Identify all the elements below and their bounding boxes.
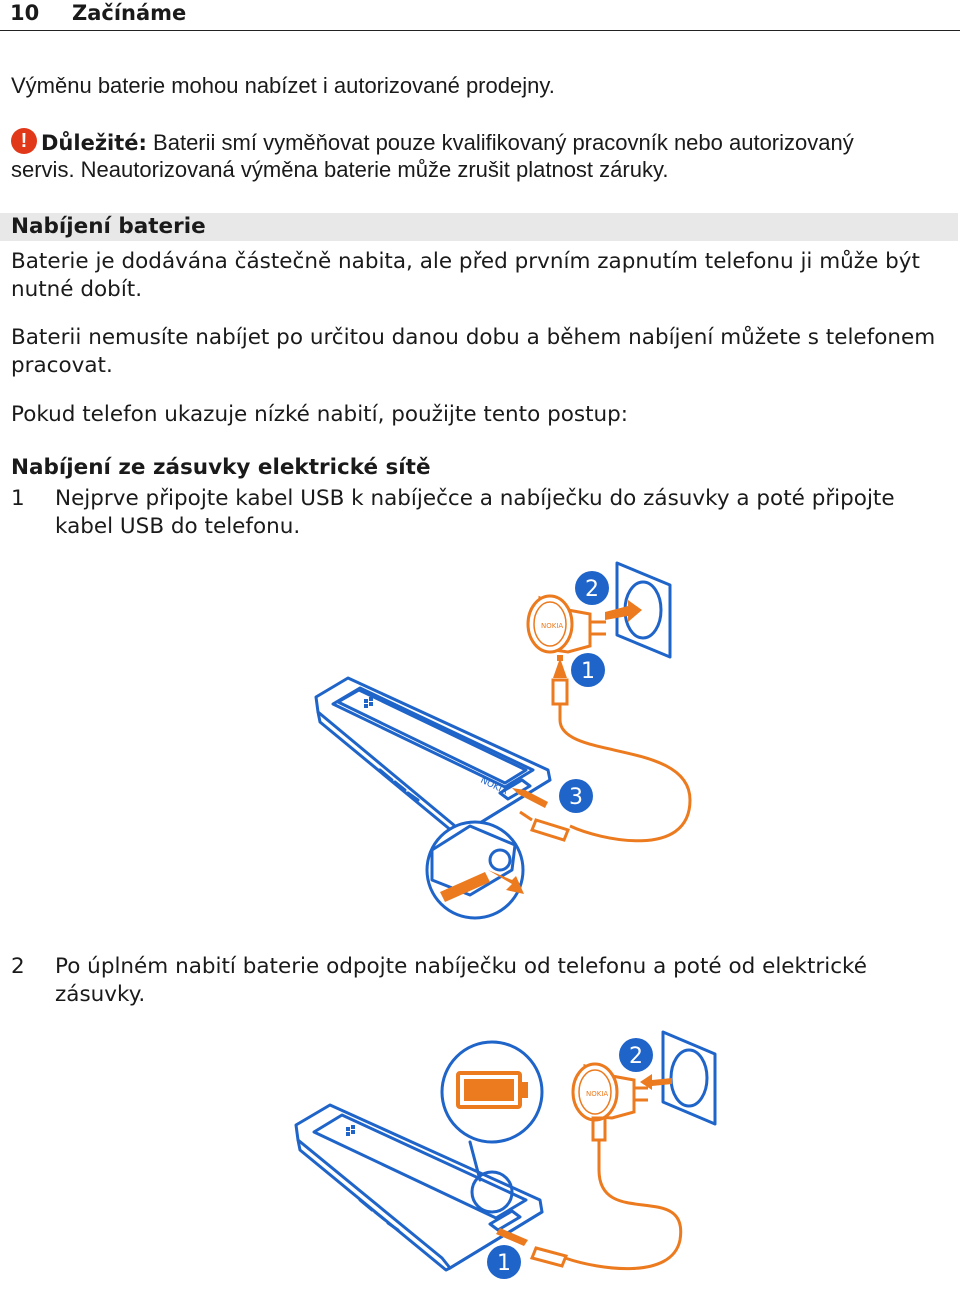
- arrow-to-socket: [605, 600, 642, 622]
- svg-text:3: 3: [569, 785, 583, 810]
- step-1-number: 1: [11, 486, 25, 511]
- step-2-line2: zásuvky.: [55, 982, 146, 1007]
- important-note-line2: servis. Neautorizovaná výměna baterie mů…: [11, 157, 669, 182]
- important-text-1: Baterii smí vyměňovat pouze kvalifikovan…: [146, 130, 854, 155]
- usb-cable-2: [529, 1116, 683, 1271]
- wall-socket-illustration-2: [661, 1030, 717, 1126]
- arrow-from-phone: [496, 1228, 528, 1246]
- svg-text:1: 1: [497, 1251, 511, 1276]
- charger-brand-label: NOKIA: [541, 622, 563, 630]
- windows-logo-2: [346, 1125, 355, 1136]
- step-badge-1: 1: [571, 653, 605, 687]
- charger-brand-label-2: NOKIA: [586, 1090, 608, 1098]
- page-header: 10 Začínáme: [0, 0, 960, 31]
- windows-logo: [364, 697, 373, 708]
- zoom-cable-plug: [440, 872, 490, 902]
- subheading-wall-charging: Nabíjení ze zásuvky elektrické sítě: [11, 455, 431, 480]
- arrow-to-phone: [512, 788, 548, 808]
- chapter-title: Začínáme: [72, 1, 187, 25]
- figure-connect-charger: NOKIA NOKIA 2 1 3: [314, 561, 692, 920]
- phone-illustration-2: [294, 1103, 544, 1272]
- arrow-up: [553, 658, 567, 678]
- paragraph-usage-line1: Baterii nemusíte nabíjet po určitou dano…: [11, 325, 936, 350]
- paragraph-charge-line1: Baterie je dodávána částečně nabita, ale…: [11, 249, 920, 274]
- charger-illustration: NOKIA: [526, 594, 606, 654]
- step-2-number: 2: [11, 954, 25, 979]
- step-2-line1: Po úplném nabití baterie odpojte nabíječ…: [55, 954, 867, 979]
- port-zoom-circle: [425, 820, 525, 920]
- svg-text:1: 1: [581, 659, 595, 684]
- battery-full-icon: [456, 1071, 528, 1109]
- arrow-zoom: [488, 870, 524, 894]
- phone-illustration: [314, 676, 552, 838]
- page-number: 10: [10, 1, 40, 25]
- warning-icon: [11, 128, 37, 154]
- section-header-bar: Nabíjení baterie: [0, 213, 958, 241]
- figure-disconnect-charger: NOKIA 2 1: [294, 1030, 717, 1279]
- important-label: Důležité:: [41, 131, 147, 155]
- paragraph-low-charge: Pokud telefon ukazuje nízké nabití, použ…: [11, 402, 629, 427]
- step-badge-1b: 1: [487, 1245, 521, 1279]
- important-note-line1: Důležité: Baterii smí vyměňovat pouze kv…: [11, 128, 854, 157]
- step-1-line1: Nejprve připojte kabel USB k nabíječce a…: [55, 486, 895, 511]
- svg-text:2: 2: [585, 577, 599, 602]
- arrow-from-socket: [640, 1074, 672, 1090]
- paragraph-usage-line2: pracovat.: [11, 353, 113, 378]
- step-badge-2: 2: [575, 571, 609, 605]
- paragraph-retail-replacement: Výměnu baterie mohou nabízet i autorizov…: [11, 73, 555, 98]
- step-1-line2: kabel USB do telefonu.: [55, 514, 301, 539]
- step-badge-2b: 2: [619, 1038, 653, 1072]
- section-title: Nabíjení baterie: [11, 214, 206, 239]
- charger-illustration-2: NOKIA: [571, 1062, 648, 1122]
- usb-cable: [519, 678, 692, 843]
- step-badge-3: 3: [559, 779, 593, 813]
- svg-text:2: 2: [629, 1044, 643, 1069]
- paragraph-charge-line2: nutné dobít.: [11, 277, 143, 302]
